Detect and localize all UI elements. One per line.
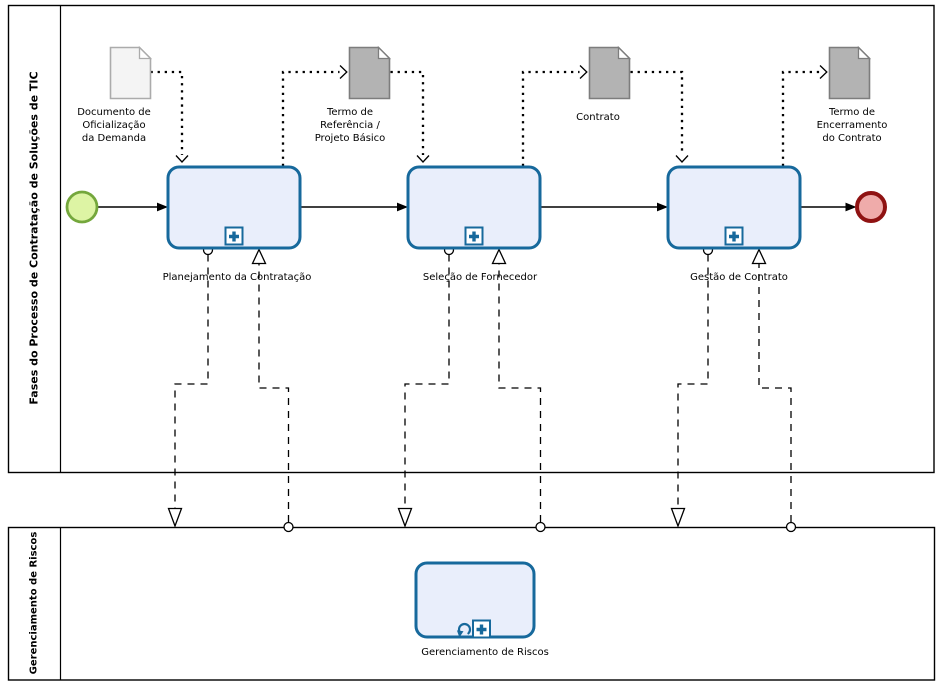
- loop-arrowhead: [456, 630, 464, 638]
- open-arrowhead: [416, 155, 430, 163]
- sequence-flow-selecao-to-gestao: [540, 202, 668, 212]
- pool-riscos-label: Gerenciamento de Riscos: [28, 531, 40, 675]
- document-contrato-label: Contrato: [576, 112, 620, 123]
- association-selecao-to-contrato: [521, 65, 588, 166]
- message-line: [258, 264, 290, 522]
- open-triangle-arrowhead: [491, 247, 507, 265]
- document-shape: [828, 46, 871, 100]
- open-arrowhead: [675, 155, 689, 163]
- open-triangle-arrowhead: [167, 507, 183, 528]
- document-termo-referencia: [348, 45, 392, 100]
- document-oficializacao-label: Documento de Oficialização da Demanda: [77, 107, 151, 144]
- plus-glyph: [729, 231, 739, 242]
- subprocess-shape: [666, 165, 802, 250]
- document-fold: [377, 45, 392, 60]
- association-line: [150, 70, 184, 155]
- message-source-circle: [283, 521, 294, 533]
- message-source-circle: [785, 521, 797, 533]
- arrowhead: [657, 202, 668, 212]
- plus-glyph: [476, 624, 487, 635]
- arrowhead: [397, 202, 408, 212]
- association-line: [781, 70, 820, 166]
- association-oficializacao-to-planejamento: [150, 70, 189, 163]
- end-event: [855, 191, 887, 223]
- start-event: [65, 190, 99, 224]
- message-flow-riscos-to-planejamento: [251, 247, 294, 533]
- association-contrato-to-gestao: [630, 70, 689, 163]
- document-fold: [857, 45, 872, 60]
- message-line: [174, 254, 209, 508]
- subprocess-selecao: [406, 165, 542, 250]
- open-triangle-arrowhead: [751, 247, 767, 265]
- subprocess-selecao-label: Seleção de Fornecedor: [422, 272, 538, 283]
- document-shape: [588, 46, 631, 100]
- document-termo-encerramento: [828, 45, 872, 100]
- open-arrowhead: [175, 155, 189, 163]
- document-termo-referencia-label: Termo de Referência / Projeto Básico: [314, 107, 386, 144]
- document-fold: [617, 45, 632, 60]
- message-flow-riscos-to-gestao: [751, 247, 797, 533]
- open-triangle-arrowhead: [397, 507, 413, 528]
- document-termo-encerramento-label: Termo de Encerramento do Contrato: [816, 107, 888, 144]
- open-arrowhead: [819, 65, 828, 79]
- message-line: [404, 254, 450, 508]
- subprocess-shape: [406, 165, 542, 250]
- subprocess-shape: [166, 165, 302, 250]
- subprocess-planejamento-label: Planejamento da Contratação: [162, 272, 312, 283]
- document-oficializacao: [109, 45, 153, 100]
- message-line: [498, 264, 542, 522]
- open-triangle-arrowhead: [251, 247, 267, 265]
- document-fold: [138, 45, 153, 60]
- open-arrowhead: [579, 65, 588, 79]
- subprocess-gestao: [666, 165, 802, 250]
- subprocess-planejamento: [166, 165, 302, 250]
- arrowhead: [157, 202, 168, 212]
- subprocess-riscos-label: Gerenciamento de Riscos: [421, 647, 549, 658]
- message-line: [677, 254, 709, 508]
- document-shape: [109, 46, 152, 100]
- sequence-flow-gestao-to-end: [800, 202, 857, 212]
- sequence-flow-start-to-planejamento: [97, 202, 168, 212]
- association-line: [390, 70, 425, 155]
- pool-fases: [7, 4, 935, 474]
- association-line: [630, 70, 684, 155]
- document-shape: [348, 46, 391, 100]
- subprocess-riscos: [414, 561, 536, 639]
- plus-glyph: [469, 231, 479, 242]
- open-arrowhead: [339, 65, 348, 79]
- association-gestao-to-termo-encerramento: [781, 65, 828, 166]
- plus-glyph: [229, 231, 239, 242]
- pool-fases-border: [7, 4, 935, 474]
- message-flow-planejamento-to-riscos: [167, 244, 214, 528]
- message-flow-gestao-to-riscos: [670, 244, 714, 528]
- pool-riscos-border: [7, 526, 936, 681]
- message-line: [758, 264, 792, 522]
- message-source-circle: [535, 521, 546, 533]
- association-line: [281, 70, 340, 166]
- arrowhead: [845, 202, 857, 212]
- pool-fases-label: Fases do Processo de Contratação de Solu…: [27, 71, 41, 405]
- sequence-flow-planejamento-to-selecao: [300, 202, 408, 212]
- subprocess-gestao-label: Gestão de Contrato: [690, 272, 788, 283]
- open-triangle-arrowhead: [670, 507, 686, 528]
- association-planejamento-to-termo-referencia: [281, 65, 348, 166]
- document-contrato: [588, 45, 632, 100]
- association-line: [521, 70, 580, 166]
- message-flow-selecao-to-riscos: [397, 244, 455, 528]
- pool-riscos: [7, 526, 936, 681]
- message-flow-riscos-to-selecao: [491, 247, 546, 533]
- association-termo-referencia-to-selecao: [390, 70, 430, 163]
